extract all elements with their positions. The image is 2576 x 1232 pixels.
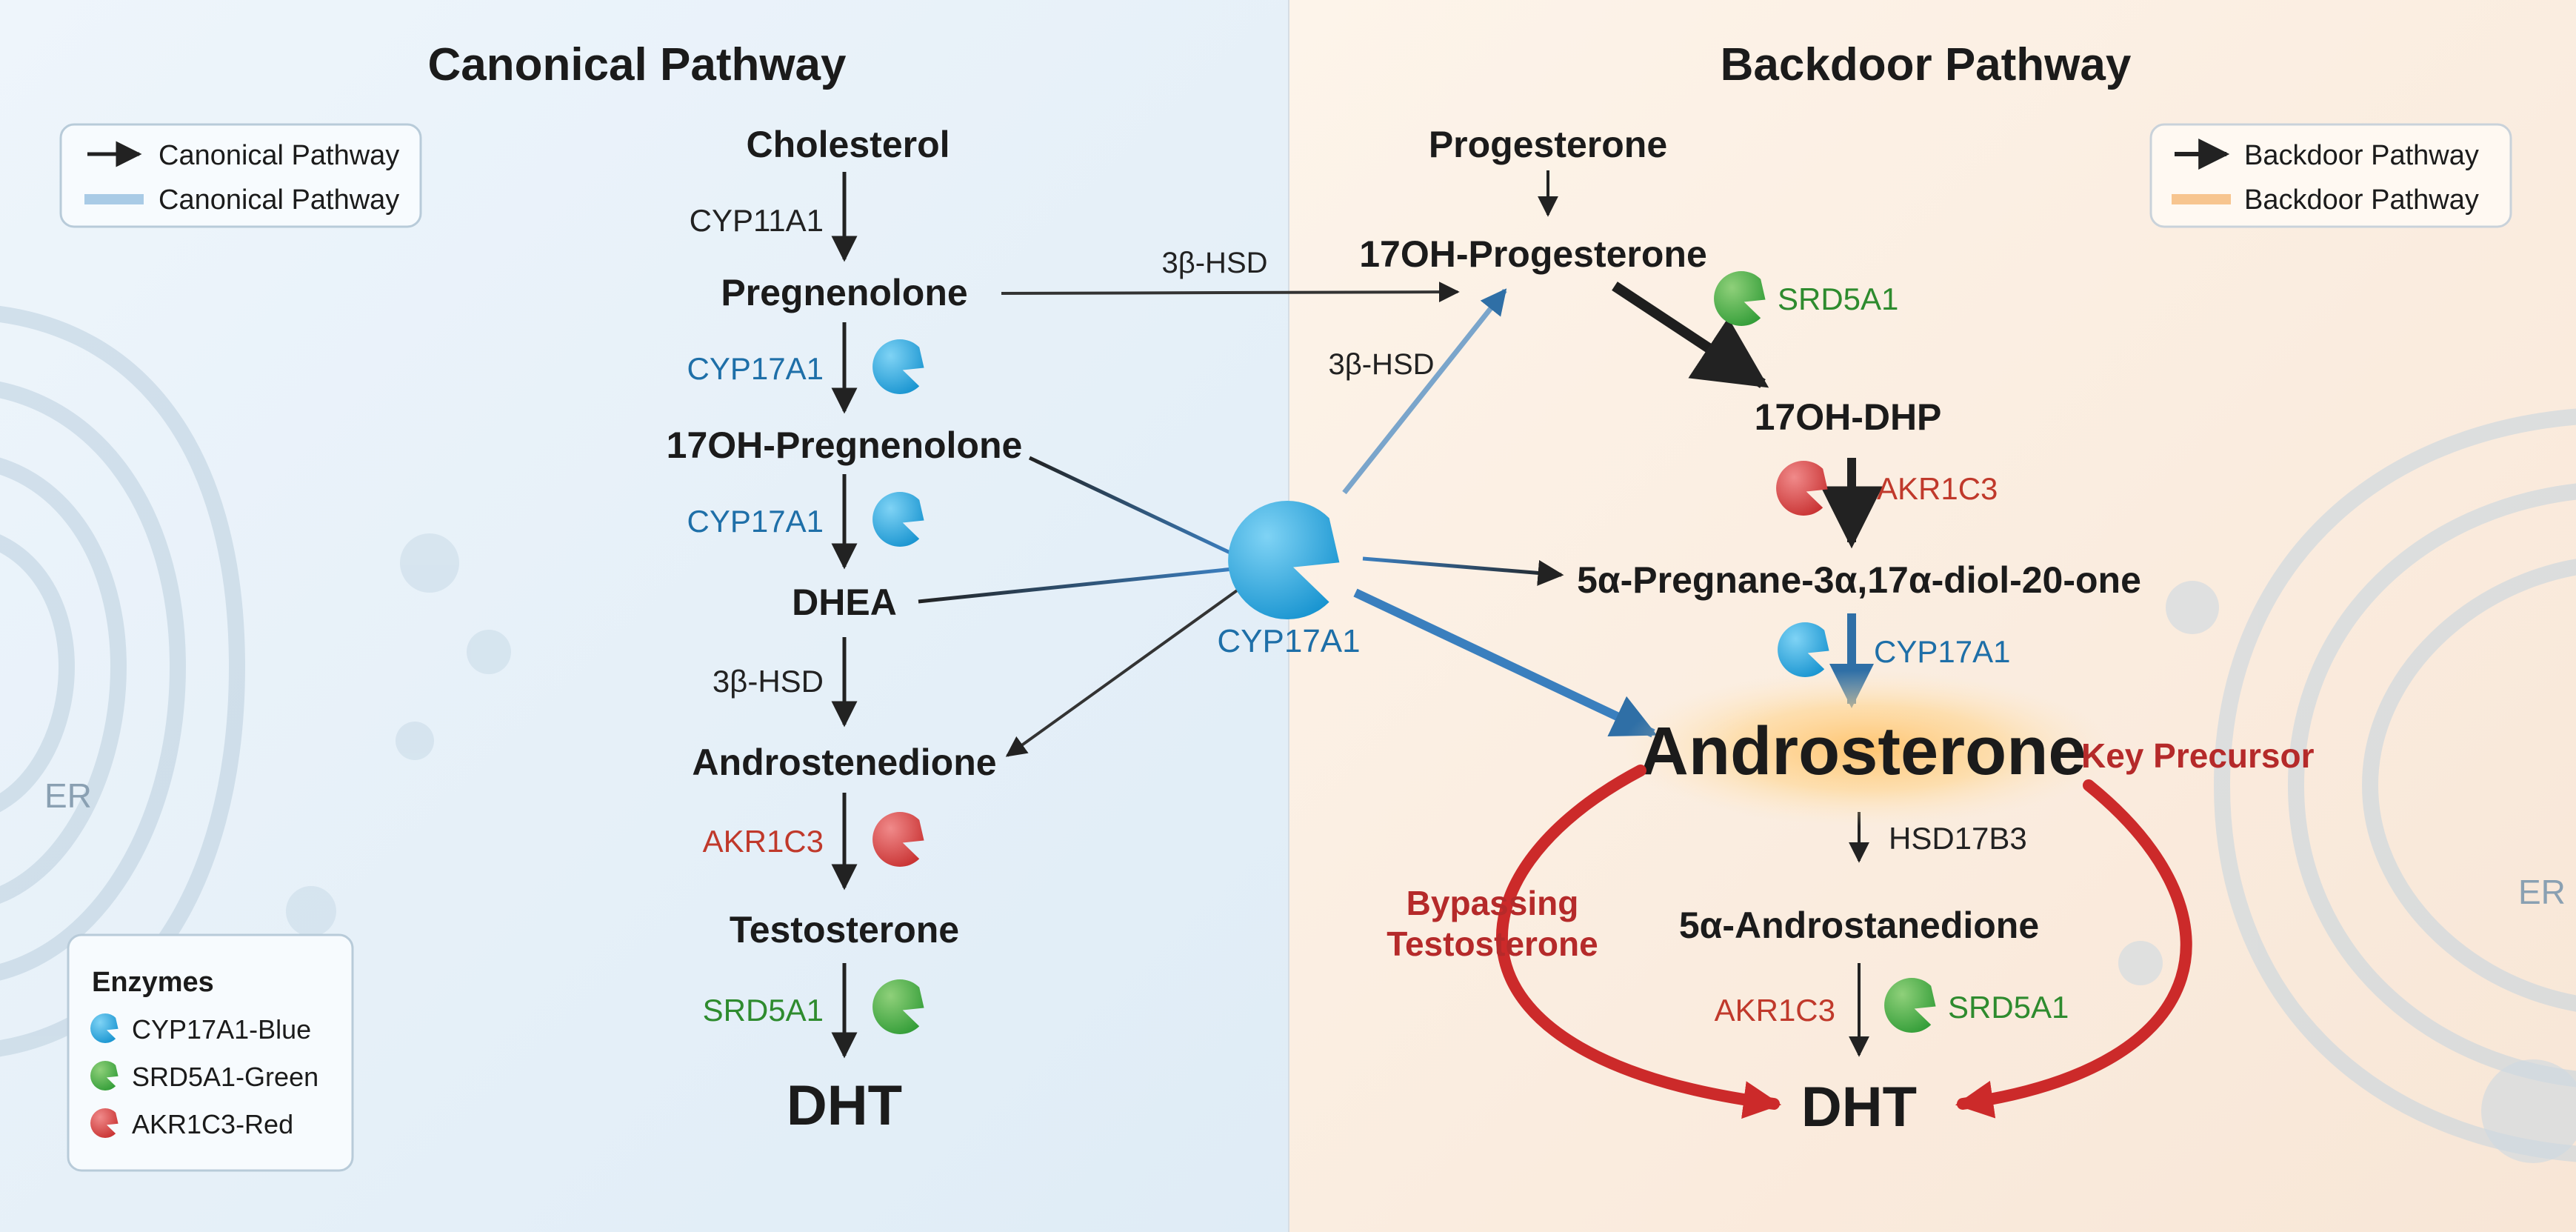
enzyme-srd5a1: SRD5A1 [703, 993, 824, 1028]
enzyme-legend-title: Enzymes [92, 967, 214, 998]
legend-backdoor-arrow-label: Backdoor Pathway [2244, 140, 2479, 171]
er-membrane-right [2213, 408, 2576, 1162]
node-17oh-pregnenolone: 17OH-Pregnenolone [667, 424, 1023, 466]
cross-arrows: 3β-HSD 3β-HSD [918, 247, 1658, 757]
er-label-right: ER [2518, 873, 2566, 911]
enzyme-3b-hsd: 3β-HSD [713, 664, 824, 699]
node-dht-backdoor: DHT [1801, 1076, 1917, 1139]
androsterone-glow [1622, 670, 2111, 826]
node-pregnenolone: Pregnenolone [721, 272, 967, 313]
enzyme-legend-item: AKR1C3-Red [132, 1109, 293, 1139]
enzyme-legend: Enzymes CYP17A1-Blue SRD5A1-Green AKR1C3… [67, 933, 354, 1172]
canonical-pathway: Cholesterol Pregnenolone 17OH-Pregnenolo… [667, 124, 1023, 1137]
er-label-left: ER [44, 776, 92, 815]
enzyme-hsd17b3: HSD17B3 [1889, 821, 2027, 856]
enzyme-akr1c3: AKR1C3 [1877, 471, 1998, 506]
enzyme-3b-hsd-top: 3β-HSD [1161, 247, 1267, 279]
node-cholesterol: Cholesterol [746, 124, 950, 165]
backdoor-pathway: Progesterone 17OH-Progesterone 17OH-DHP … [1359, 124, 2314, 1139]
er-vesicles-right [2118, 581, 2576, 1163]
legend-canonical-band [84, 194, 144, 204]
node-5a-androstanedione: 5α-Androstanedione [1679, 905, 2039, 946]
node-progesterone: Progesterone [1429, 124, 1667, 165]
node-17oh-dhp: 17OH-DHP [1755, 396, 1942, 438]
node-testosterone: Testosterone [730, 909, 959, 950]
legend-backdoor-band-label: Backdoor Pathway [2244, 184, 2479, 216]
enzyme-3b-hsd-mid: 3β-HSD [1328, 348, 1434, 381]
enzyme-akr1c3: AKR1C3 [1715, 993, 1835, 1028]
enzyme-akr1c3: AKR1C3 [703, 824, 824, 859]
enzyme-cyp17a1: CYP17A1 [687, 351, 824, 386]
enzyme-srd5a1: SRD5A1 [1778, 282, 1898, 316]
key-precursor-label: Key Precursor [2081, 736, 2315, 775]
legend-canonical-arrow-label: Canonical Pathway [159, 140, 399, 171]
legend-backdoor: Backdoor Pathway Backdoor Pathway [2149, 123, 2512, 228]
node-androsterone: Androsterone [1639, 713, 2086, 789]
bypass-label-line2: Testosterone [1387, 925, 1598, 963]
node-17oh-progesterone: 17OH-Progesterone [1359, 233, 1707, 275]
legend-canonical: Canonical Pathway Canonical Pathway [59, 123, 422, 228]
canonical-title: Canonical Pathway [427, 39, 847, 90]
enzyme-cyp17a1: CYP17A1 [1874, 634, 2010, 669]
legend-canonical-band-label: Canonical Pathway [159, 184, 399, 216]
node-androstenedione: Androstenedione [692, 742, 996, 783]
enzyme-srd5a1: SRD5A1 [1948, 990, 2069, 1025]
er-vesicles-left [286, 533, 511, 936]
backdoor-title: Backdoor Pathway [1721, 39, 2132, 90]
enzyme-cyp11a1: CYP11A1 [690, 203, 824, 238]
legend-backdoor-band [2172, 194, 2231, 204]
node-dht-canonical: DHT [787, 1074, 902, 1137]
enzyme-cyp17a1: CYP17A1 [687, 504, 824, 539]
enzyme-legend-item: SRD5A1-Green [132, 1062, 318, 1092]
hub-enzyme-label: CYP17A1 [1217, 623, 1360, 659]
node-5a-pregnane-diol-one: 5α-Pregnane-3α,17α-diol-20-one [1577, 559, 2141, 601]
bypass-arrows [1495, 765, 2192, 1119]
node-dhea: DHEA [792, 582, 897, 623]
enzyme-legend-item: CYP17A1-Blue [132, 1014, 311, 1045]
bypass-label-line1: Bypassing [1407, 884, 1579, 922]
